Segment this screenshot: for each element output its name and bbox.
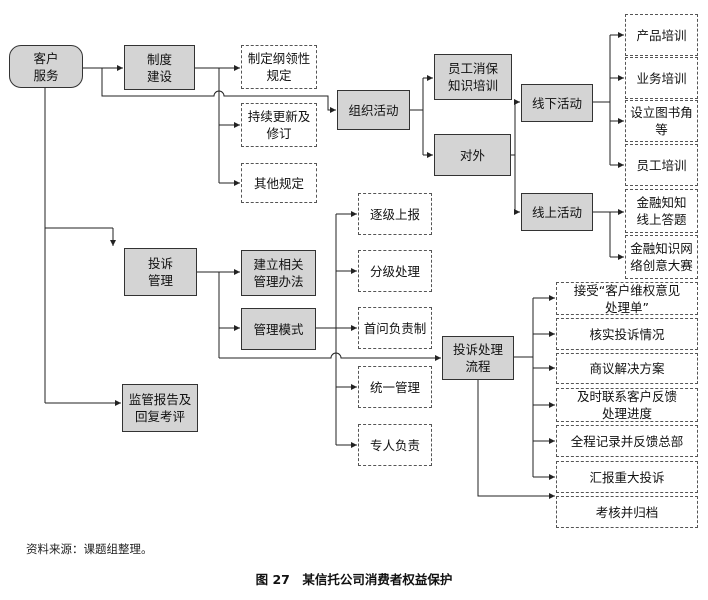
node-escalate: 逐级上报: [358, 193, 432, 235]
node-label: 产品培训: [636, 27, 687, 43]
node-label: 首问负责制: [363, 320, 427, 336]
node-discuss-solution: 商议解决方案: [556, 353, 698, 384]
node-management-mode: 管理模式: [241, 308, 316, 350]
node-label: 接受“客户维权意见 处理单”: [573, 282, 681, 315]
node-book-corner: 设立图书角 等: [625, 100, 698, 142]
node-creative-contest: 金融知识网 络创意大赛: [625, 235, 698, 279]
node-assess-archive: 考核并归档: [556, 496, 698, 528]
node-label: 及时联系客户反馈 处理进度: [576, 389, 677, 421]
node-label: 制定纲领性 规定: [247, 51, 311, 83]
node-verify-complaint: 核实投诉情况: [556, 318, 698, 350]
node-offline-activities: 线下活动: [521, 84, 593, 122]
node-label: 金融知知 线上答题: [636, 195, 687, 227]
node-label: 统一管理: [369, 379, 420, 395]
node-label: 投诉 管理: [147, 256, 173, 288]
node-label: 投诉处理 流程: [452, 342, 503, 374]
node-label: 员工培训: [636, 157, 687, 173]
node-complaint-process: 投诉处理 流程: [442, 336, 514, 380]
node-regulatory-report: 监管报告及 回复考评: [122, 384, 198, 432]
node-label: 线下活动: [531, 95, 582, 111]
node-staff-training: 员工消保 知识培训: [434, 54, 512, 100]
node-label: 线上活动: [531, 204, 582, 220]
node-other-rules: 其他规定: [241, 163, 317, 203]
node-contact-progress: 及时联系客户反馈 处理进度: [556, 388, 698, 422]
node-label: 全程记录并反馈总部: [570, 433, 684, 449]
node-label: 制度 建设: [146, 51, 172, 84]
node-label: 持续更新及 修订: [247, 109, 311, 141]
node-label: 员工消保 知识培训: [447, 61, 498, 93]
node-label: 商议解决方案: [589, 361, 665, 376]
node-label: 汇报重大投诉: [589, 469, 665, 485]
node-employee-training: 员工培训: [625, 144, 698, 186]
node-first-inquiry: 首问负责制: [358, 307, 432, 349]
node-dedicated-person: 专人负责: [358, 424, 432, 466]
node-system-building: 制度 建设: [124, 45, 195, 90]
node-label: 管理模式: [253, 321, 304, 337]
node-label: 客户 服务: [33, 50, 59, 83]
node-continuous-update: 持续更新及 修订: [241, 103, 317, 147]
node-customer-service: 客户 服务: [9, 45, 83, 88]
node-online-activities: 线上活动: [521, 193, 593, 231]
node-label: 监管报告及 回复考评: [128, 392, 192, 424]
node-business-training: 业务培训: [625, 57, 698, 99]
node-label: 逐级上报: [369, 206, 420, 222]
node-label: 金融知识网 络创意大赛: [630, 241, 693, 273]
node-external: 对外: [434, 134, 511, 176]
node-complaint-management: 投诉 管理: [124, 248, 197, 296]
node-management-measures: 建立相关 管理办法: [241, 250, 316, 296]
node-tiered-handling: 分级处理: [358, 250, 432, 292]
node-label: 核实投诉情况: [589, 326, 665, 342]
node-label: 其他规定: [253, 175, 304, 191]
node-label: 组织活动: [348, 102, 399, 118]
node-accept-form: 接受“客户维权意见 处理单”: [556, 282, 698, 315]
node-label: 对外: [459, 147, 485, 163]
node-label: 分级处理: [369, 263, 420, 279]
node-product-training: 产品培训: [625, 14, 698, 56]
node-label: 考核并归档: [595, 504, 659, 520]
node-label: 建立相关 管理办法: [253, 257, 304, 289]
node-label: 设立图书角 等: [630, 105, 693, 137]
node-report-major: 汇报重大投诉: [556, 461, 698, 493]
node-formulate-rules: 制定纲领性 规定: [241, 45, 317, 89]
figure-caption: 图 27 某信托公司消费者权益保护: [255, 572, 453, 587]
node-online-quiz: 金融知知 线上答题: [625, 189, 698, 233]
node-organize-activities: 组织活动: [337, 90, 410, 130]
node-label: 专人负责: [369, 437, 420, 453]
source-note: 资料来源：课题组整理。: [26, 542, 153, 556]
node-record-feedback: 全程记录并反馈总部: [556, 425, 698, 457]
node-label: 业务培训: [636, 70, 687, 86]
node-unified-management: 统一管理: [358, 366, 432, 408]
